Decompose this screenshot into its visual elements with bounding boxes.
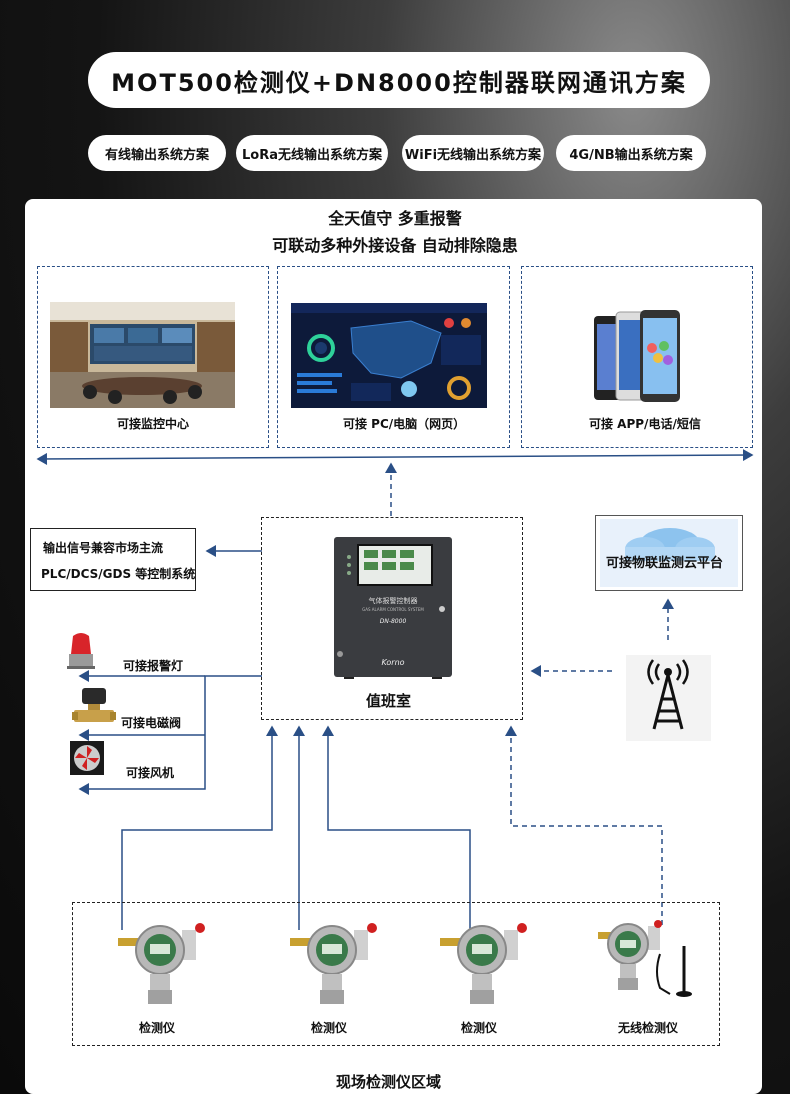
detector-2-label: 检测仪 (311, 1021, 348, 1035)
slogan-line-2: 可联动多种外接设备 自动排除隐患 (272, 236, 518, 255)
wireless-detector-label: 无线检测仪 (618, 1021, 679, 1035)
cloud-label: 可接物联监测云平台 (606, 556, 724, 571)
page-title: MOT500检测仪+DN8000控制器联网通讯方案 (88, 52, 710, 108)
detector-1-icon (118, 923, 205, 1004)
controller-panel-text: 气体报警控制器 (369, 596, 418, 605)
card-app (521, 266, 753, 448)
wireless-detector-icon (598, 920, 692, 997)
tab-lora[interactable]: LoRa无线输出系统方案 (236, 135, 388, 171)
cloud-icon (600, 519, 738, 587)
solenoid-valve-label: 可接电磁阀 (121, 716, 182, 730)
monitor-center-image (50, 302, 235, 408)
detector-3-label: 检测仪 (461, 1021, 498, 1035)
plc-system-box (30, 528, 196, 591)
field-area-box (72, 902, 720, 1046)
controller-panel-subtext: GAS ALARM CONTROL SYSTEM (362, 607, 424, 612)
alarm-lamp-icon (67, 633, 95, 669)
duty-room-label: 值班室 (366, 692, 412, 710)
tab-wifi[interactable]: WiFi无线输出系统方案 (402, 135, 544, 171)
plc-line-2: PLC/DCS/GDS 等控制系统 (41, 567, 196, 581)
controller-model: DN-8000 (380, 618, 407, 625)
pc-web-caption: 可接 PC/电脑（网页） (343, 417, 466, 431)
tab-4g-nb[interactable]: 4G/NB输出系统方案 (556, 135, 706, 171)
controller-icon: 气体报警控制器 GAS ALARM CONTROL SYSTEM DN-8000… (334, 537, 452, 679)
plc-line-1: 输出信号兼容市场主流 (43, 541, 164, 555)
detector-3-icon (440, 923, 527, 1004)
tab-wired[interactable]: 有线输出系统方案 (88, 135, 226, 171)
card-monitor-center (37, 266, 269, 448)
mobile-phones-image (594, 310, 680, 402)
monitor-center-caption: 可接监控中心 (117, 417, 190, 431)
detector-2-icon (290, 923, 377, 1004)
signal-tower-icon (626, 655, 711, 741)
slogan-line-1: 全天值守 多重报警 (328, 209, 462, 228)
controller-brand: Korno (381, 658, 404, 667)
app-caption: 可接 APP/电话/短信 (589, 417, 701, 431)
field-area-label: 现场检测仪区域 (336, 1073, 442, 1091)
detector-1-label: 检测仪 (139, 1021, 176, 1035)
fan-label: 可接风机 (126, 766, 175, 780)
solenoid-valve-icon (72, 688, 116, 722)
pc-dashboard-image (291, 303, 487, 408)
duty-room-box (261, 517, 523, 720)
card-pc-web (277, 266, 510, 448)
fan-icon (70, 741, 104, 775)
alarm-lamp-label: 可接报警灯 (123, 659, 184, 673)
